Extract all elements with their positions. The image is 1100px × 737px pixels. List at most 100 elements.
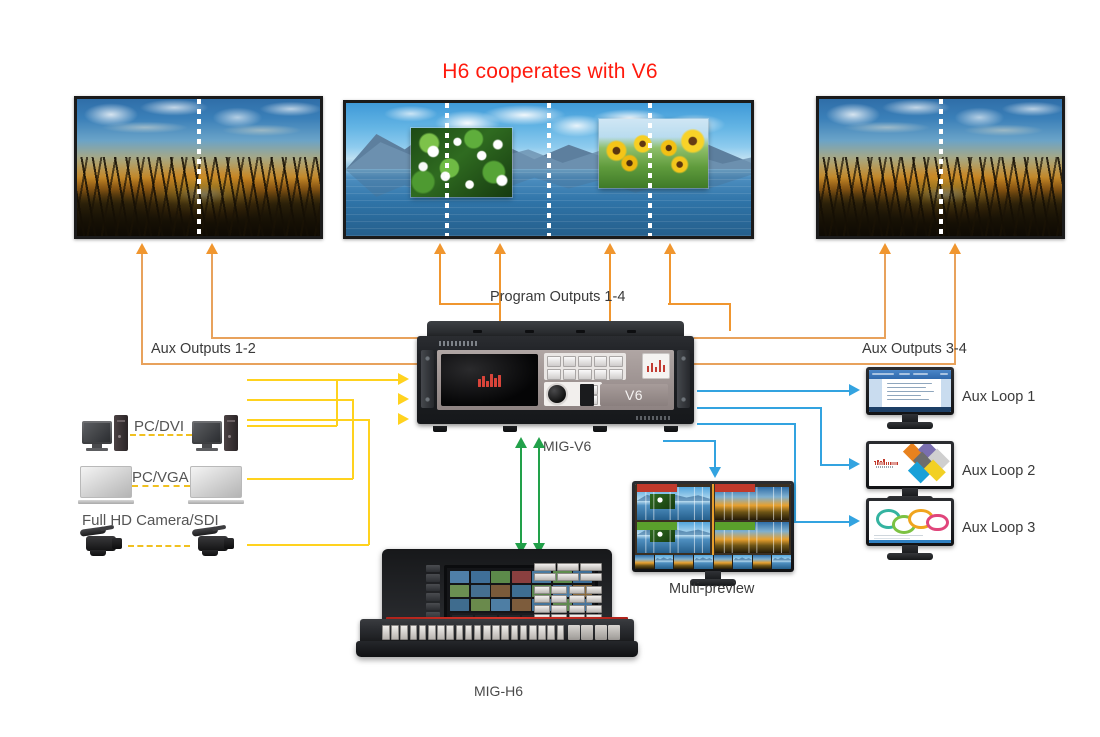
input-line-dvi-b bbox=[336, 379, 338, 426]
h6-transition-keys[interactable] bbox=[568, 625, 621, 640]
aux-loop-line-1 bbox=[697, 390, 849, 392]
control-link-line bbox=[538, 448, 540, 544]
aux-outputs-right-label: Aux Outputs 3-4 bbox=[862, 341, 967, 357]
aux-output-arrow bbox=[879, 243, 891, 254]
aux-loop-line-2 bbox=[820, 464, 849, 466]
panel-divider bbox=[196, 99, 201, 236]
screen-circles-chart bbox=[869, 501, 951, 543]
h6-accent-strip bbox=[386, 617, 628, 620]
program-output-line bbox=[609, 254, 611, 330]
input-line-sdi bbox=[368, 419, 370, 545]
aux-output-line bbox=[141, 254, 143, 364]
aux-loop-line-3 bbox=[697, 423, 795, 425]
desktop-computer-icon bbox=[192, 415, 240, 453]
aux-output-arrow bbox=[136, 243, 148, 254]
flat-panel-monitor-icon bbox=[78, 466, 134, 504]
desktop-computer-icon bbox=[82, 415, 130, 453]
aux-output-line bbox=[211, 337, 419, 339]
source-link-dvi bbox=[130, 434, 192, 436]
v6-divider bbox=[580, 384, 594, 406]
v6-top-cover bbox=[427, 321, 684, 340]
program-output-arrow bbox=[494, 243, 506, 254]
multi-preview-line bbox=[663, 440, 715, 442]
v6-front-panel: V6 bbox=[437, 350, 674, 410]
multi-preview-line bbox=[714, 440, 716, 468]
input-line-sdi bbox=[247, 544, 369, 546]
screen-document-page bbox=[869, 370, 951, 412]
panel-divider bbox=[546, 103, 551, 236]
aux-loop-monitor-3 bbox=[866, 498, 954, 560]
input-line-sdi bbox=[247, 419, 369, 421]
program-output-arrow bbox=[604, 243, 616, 254]
aux-loop-arrow-1 bbox=[849, 384, 860, 396]
panel-divider bbox=[647, 103, 652, 236]
v6-logo-icon bbox=[478, 373, 501, 387]
control-link-arrow-up bbox=[515, 437, 527, 448]
camcorder-icon bbox=[78, 524, 126, 558]
flat-panel-monitor-icon bbox=[188, 466, 244, 504]
program-output-line bbox=[439, 303, 501, 305]
input-line-vga bbox=[247, 399, 353, 401]
pip-white-flowers bbox=[410, 128, 513, 198]
aux-loop-monitor-2 bbox=[866, 441, 954, 503]
v6-keypad[interactable] bbox=[544, 353, 626, 380]
program-output-line bbox=[668, 303, 730, 305]
program-output-line bbox=[729, 303, 731, 331]
v6-rotary-knob[interactable] bbox=[548, 385, 566, 403]
h6-upper-housing bbox=[382, 549, 612, 635]
h6-base bbox=[356, 641, 638, 657]
control-link-arrow-up bbox=[533, 437, 545, 448]
aux-output-line bbox=[141, 363, 419, 365]
program-wall-center bbox=[343, 100, 754, 239]
aux-outputs-left-label: Aux Outputs 1-2 bbox=[151, 341, 256, 357]
program-output-line bbox=[669, 254, 671, 304]
aux-loop-line-3 bbox=[794, 521, 849, 523]
aux-loop-monitor-1 bbox=[866, 367, 954, 429]
h6-source-keys[interactable] bbox=[382, 625, 565, 640]
aux-wall-right bbox=[816, 96, 1065, 239]
source-label-camera-sdi: Full HD Camera/SDI bbox=[82, 512, 219, 529]
rack-ear-right bbox=[677, 350, 690, 408]
aux-output-line bbox=[694, 337, 886, 339]
mig-h6-label: MIG-H6 bbox=[474, 683, 523, 699]
v6-brand-mark bbox=[439, 341, 479, 346]
source-label-pc-dvi: PC/DVI bbox=[134, 418, 185, 435]
program-output-line bbox=[439, 254, 441, 304]
aux-output-line bbox=[884, 254, 886, 338]
input-arrow bbox=[398, 413, 409, 425]
pip-sunflowers bbox=[599, 118, 709, 189]
page-title: H6 cooperates with V6 bbox=[442, 60, 658, 83]
input-line-vga bbox=[352, 399, 354, 479]
program-output-arrow bbox=[434, 243, 446, 254]
aux-loop-label-3: Aux Loop 3 bbox=[962, 520, 1036, 536]
control-link-arrow-down bbox=[533, 543, 545, 554]
input-line-dvi-b bbox=[247, 425, 337, 427]
mig-v6-label: MIG-V6 bbox=[543, 438, 592, 454]
mig-v6-device[interactable]: V6 bbox=[417, 321, 694, 439]
program-output-arrow bbox=[664, 243, 676, 254]
aux-wall-left bbox=[74, 96, 323, 239]
aux-output-line bbox=[694, 363, 956, 365]
camcorder-icon bbox=[190, 524, 238, 558]
panel-divider bbox=[938, 99, 943, 236]
rack-ear-left bbox=[421, 350, 434, 408]
screen-multi-preview bbox=[635, 484, 791, 569]
multi-preview-arrow bbox=[709, 467, 721, 478]
control-link-arrow-down bbox=[515, 543, 527, 554]
v6-feet bbox=[417, 424, 694, 432]
mig-h6-device[interactable] bbox=[348, 541, 646, 666]
aux-loop-arrow-2 bbox=[849, 458, 860, 470]
aux-loop-line-2 bbox=[820, 407, 822, 465]
source-link-vga bbox=[132, 485, 190, 487]
screen-diamond-infographic bbox=[869, 444, 951, 486]
aux-output-line bbox=[211, 254, 213, 338]
h6-key-deck bbox=[360, 619, 634, 645]
v6-lcd-screen[interactable] bbox=[441, 354, 538, 406]
input-arrow bbox=[398, 393, 409, 405]
program-output-line bbox=[499, 254, 501, 330]
aux-loop-arrow-3 bbox=[849, 515, 860, 527]
aux-loop-label-2: Aux Loop 2 bbox=[962, 463, 1036, 479]
source-label-pc-vga: PC/VGA bbox=[132, 469, 189, 486]
source-link-sdi bbox=[128, 545, 190, 547]
